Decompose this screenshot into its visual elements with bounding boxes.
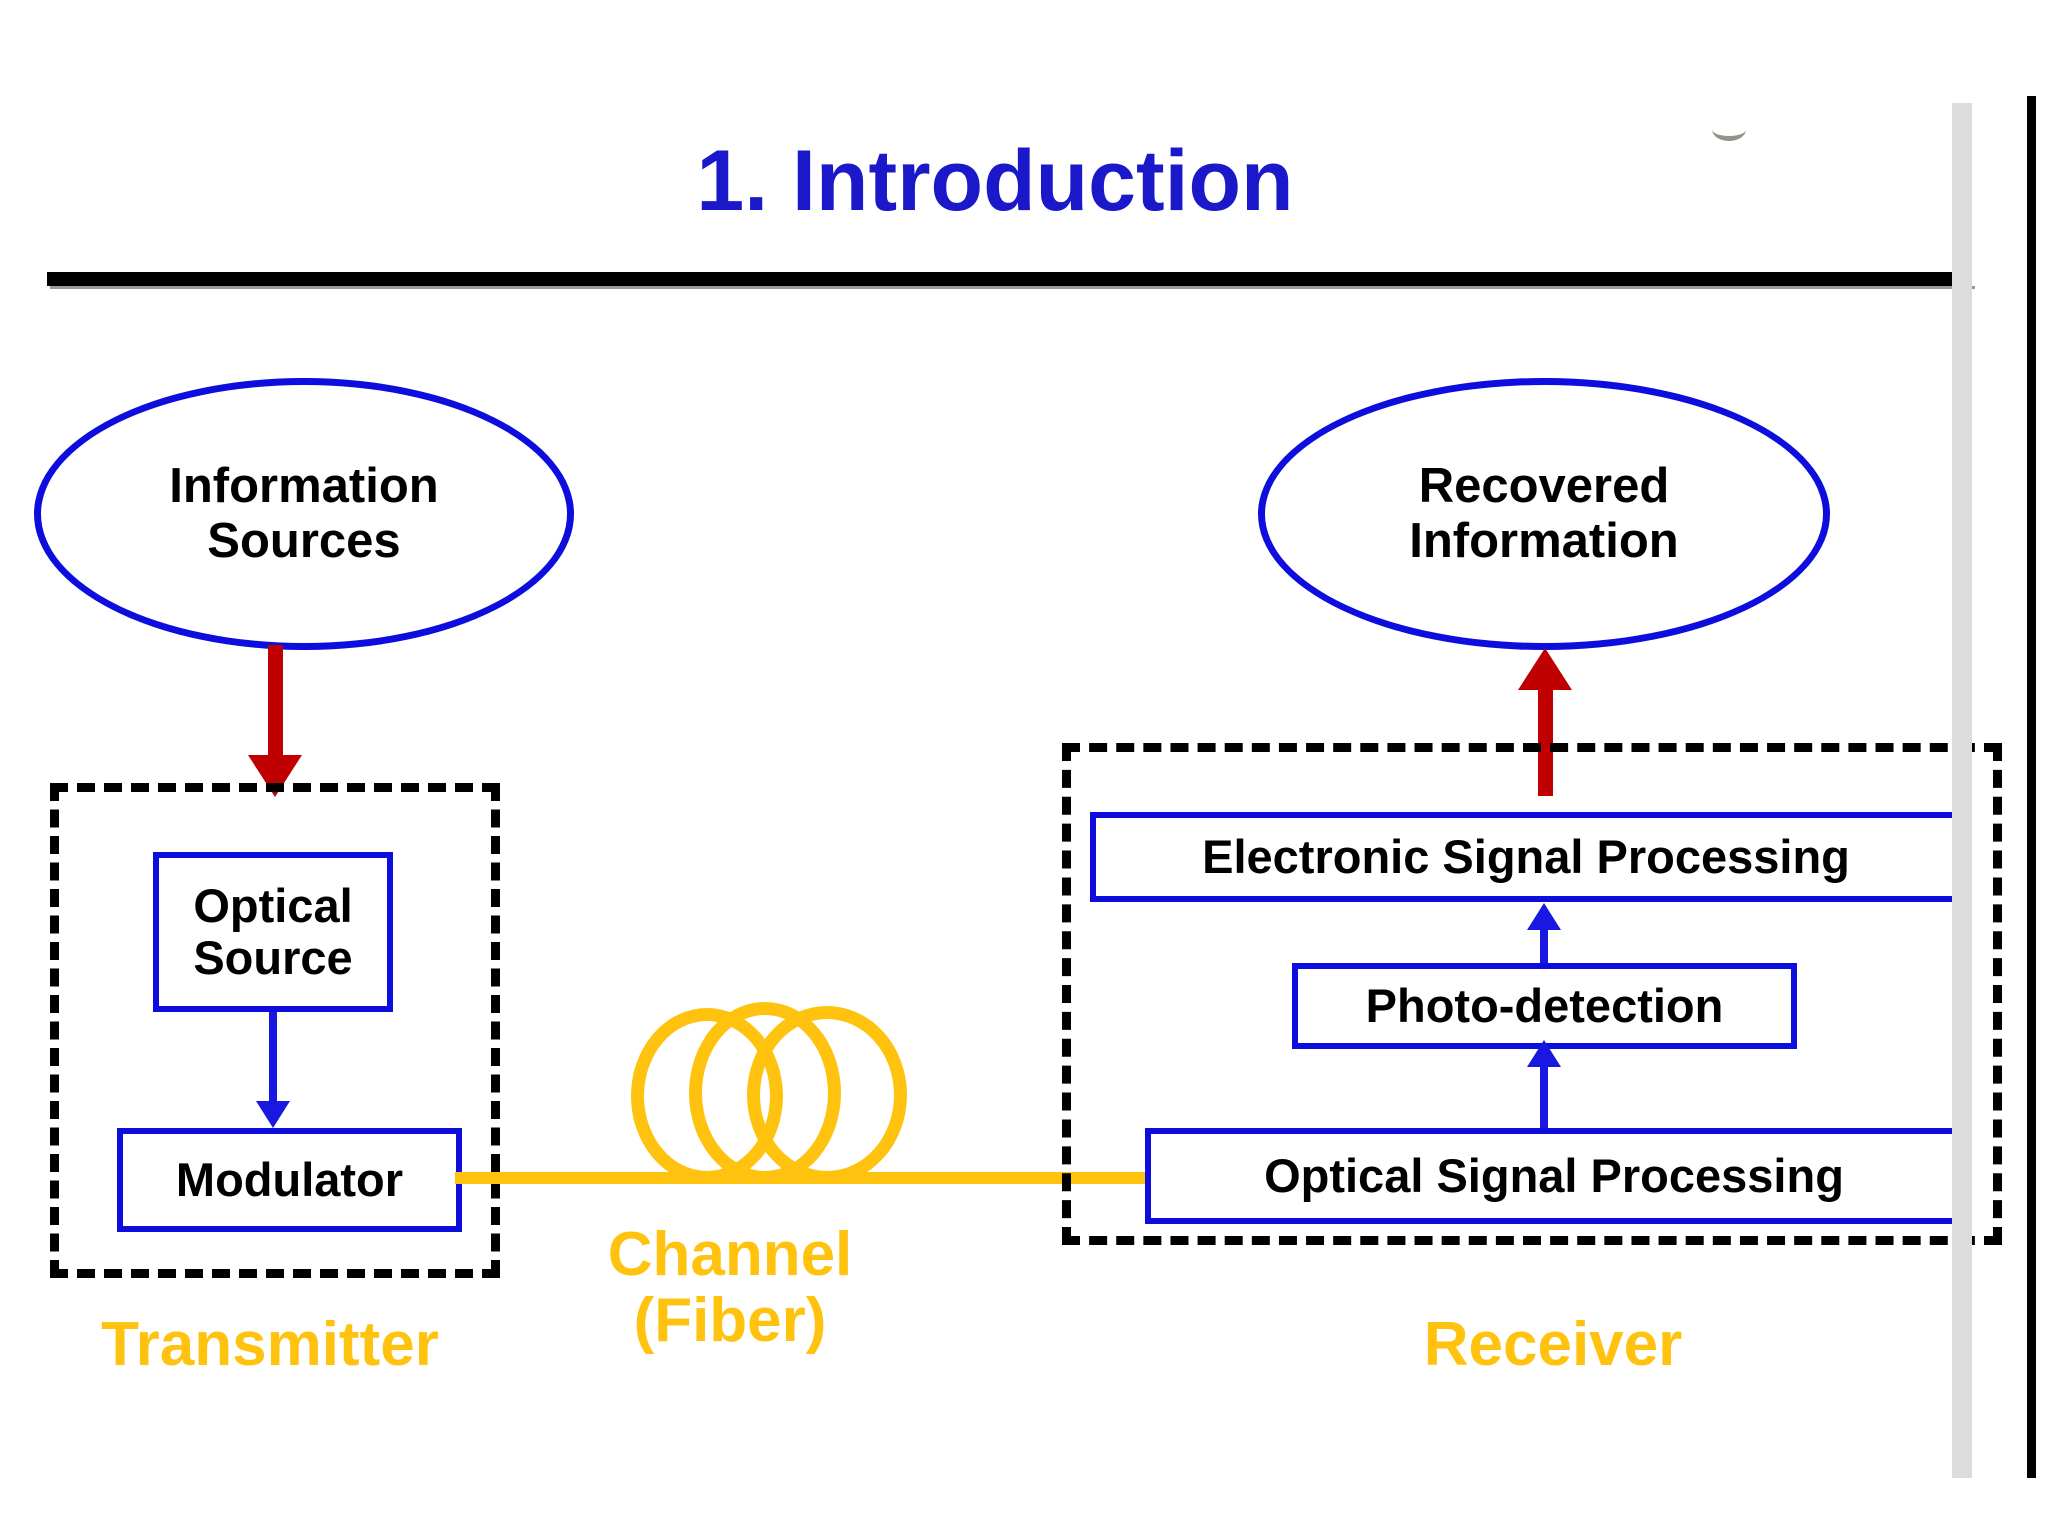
node-optical-signal-processing[interactable]: Optical Signal Processing	[1145, 1128, 1963, 1224]
node-optical-signal-processing-label: Optical Signal Processing	[1264, 1149, 1844, 1203]
page-title: 1. Introduction	[696, 133, 1294, 229]
node-photo-detection[interactable]: Photo-detection	[1292, 963, 1797, 1049]
node-electronic-signal-processing[interactable]: Electronic Signal Processing	[1090, 812, 1962, 902]
arrow-photo-detection-to-esp-shaft	[1540, 928, 1548, 970]
group-channel-label: Channel (Fiber)	[607, 1220, 853, 1355]
fiber-coil-loop-icon	[747, 1006, 907, 1184]
node-optical-source[interactable]: Optical Source	[153, 852, 393, 1012]
node-recovered-information-label: Recovered Information	[1409, 459, 1679, 568]
arrow-receiver-to-recovered-head-icon	[1518, 648, 1572, 690]
node-modulator-label: Modulator	[175, 1153, 404, 1207]
arrow-osp-to-photo-detection-shaft	[1540, 1062, 1548, 1134]
node-information-sources[interactable]: Information Sources	[34, 378, 574, 650]
node-photo-detection-label: Photo-detection	[1365, 979, 1724, 1033]
arrow-sources-to-transmitter-shaft	[268, 645, 283, 765]
arrow-optical-source-to-modulator-head-icon	[256, 1101, 290, 1128]
arrow-photo-detection-to-esp-head-icon	[1527, 903, 1561, 930]
group-transmitter[interactable]	[50, 783, 500, 1278]
title-divider-rule	[47, 272, 1972, 286]
arrow-receiver-to-recovered-shaft	[1538, 688, 1553, 796]
group-transmitter-label: Transmitter	[101, 1310, 439, 1379]
vertical-scrollbar[interactable]	[1952, 103, 1972, 1478]
group-receiver-label: Receiver	[1423, 1310, 1683, 1379]
arrow-osp-to-photo-detection-head-icon	[1527, 1040, 1561, 1067]
right-edge-rule	[2027, 96, 2036, 1478]
node-electronic-signal-processing-label: Electronic Signal Processing	[1202, 830, 1850, 884]
group-receiver[interactable]	[1062, 743, 2002, 1245]
node-optical-source-label: Optical Source	[193, 879, 353, 984]
node-modulator[interactable]: Modulator	[117, 1128, 462, 1232]
node-recovered-information[interactable]: Recovered Information	[1258, 378, 1830, 650]
title-divider-shadow	[50, 286, 1975, 289]
node-information-sources-label: Information Sources	[169, 459, 439, 568]
arrow-optical-source-to-modulator-shaft	[269, 1012, 277, 1104]
top-right-arc-artifact-icon	[1712, 118, 1746, 141]
